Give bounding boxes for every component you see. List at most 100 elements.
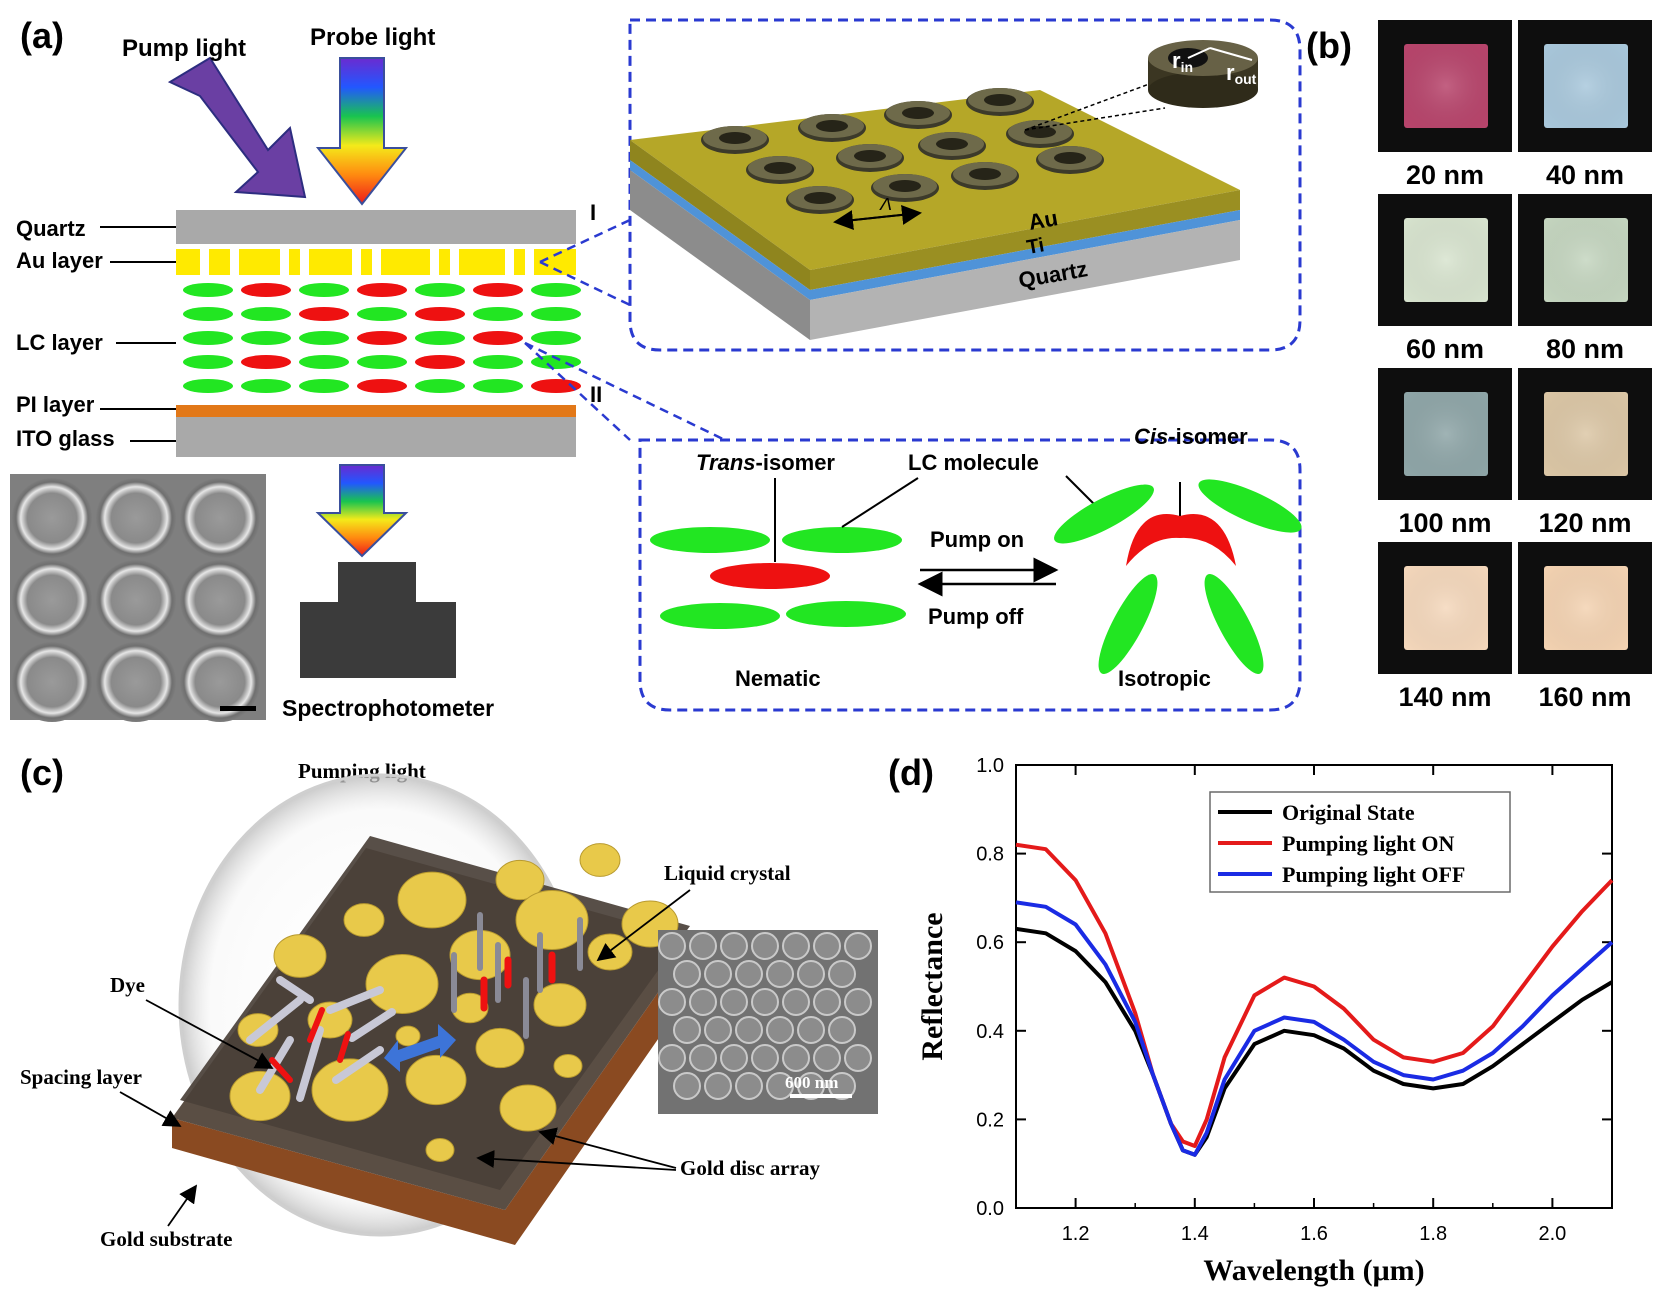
lc-molecule [415, 283, 465, 297]
y-tick-label: 0.2 [976, 1109, 1004, 1131]
pump-light-arrow [167, 56, 307, 199]
sem-disc [751, 988, 779, 1016]
lc-molecule [357, 355, 407, 369]
pump-off-label: Pump off [928, 604, 1024, 629]
nanoring-hole [719, 132, 751, 144]
transmitted-light-arrow [315, 464, 409, 558]
sem-disc [797, 1072, 825, 1100]
sem-disc [813, 1044, 841, 1072]
y-tick-label: 1.0 [976, 755, 1004, 777]
sem-disc [797, 960, 825, 988]
gold-disc [343, 903, 385, 937]
lc-molecule [299, 283, 349, 297]
lc-molecule [473, 307, 523, 321]
sem-disc [673, 960, 701, 988]
sem-disc [844, 1044, 872, 1072]
gold-disc [365, 953, 439, 1015]
sem-disc [828, 960, 856, 988]
sem-ring [180, 478, 260, 558]
panel-c: (c) Pumping light [20, 752, 878, 1251]
lc-molecule [415, 355, 465, 369]
lc-molecule [299, 379, 349, 393]
ti-label: Ti [1025, 234, 1046, 259]
lc-molecule [473, 283, 523, 297]
lc-molecule [531, 307, 581, 321]
gold-disc-array [229, 843, 679, 1162]
swatch-label: 40 nm [1546, 160, 1624, 190]
lc-molecule [241, 355, 291, 369]
spectrophotometer-label: Spectrophotometer [282, 695, 494, 721]
sem-disc [766, 960, 794, 988]
sem-disc [766, 1016, 794, 1044]
lc-molecule [415, 379, 465, 393]
pump-light-label: Pump light [122, 35, 246, 62]
lc-molecule [473, 355, 523, 369]
marker-I: I [590, 200, 596, 225]
lc-molecule [357, 331, 407, 345]
nanoring-array [701, 88, 1104, 214]
sem-disc [704, 960, 732, 988]
lc-molecule [241, 307, 291, 321]
cis-isomer-label: Cis-isomer [1134, 424, 1248, 449]
nanoring-hole [816, 120, 848, 132]
sem-ring [96, 642, 176, 722]
gold-disc [397, 871, 467, 929]
nanoring-hole [969, 168, 1001, 180]
y-tick-label: 0.0 [976, 1198, 1004, 1220]
spectrophotometer-device [300, 562, 456, 678]
layer-labels: Quartz Au layer LC layer PI layer ITO gl… [16, 200, 602, 451]
gold-disc [475, 1027, 525, 1069]
sem-disc [689, 988, 717, 1016]
swatch-label: 120 nm [1538, 508, 1631, 538]
x-tick-label: 2.0 [1538, 1223, 1566, 1245]
series-line-2 [1015, 900, 1614, 1157]
pi-layer-label: PI layer [16, 392, 95, 417]
nematic-label: Nematic [735, 666, 821, 691]
sem-disc [689, 932, 717, 960]
sem-disc [735, 1016, 763, 1044]
nanoring-hole [902, 107, 934, 119]
nanoring-hole [984, 94, 1016, 106]
sem-disc [751, 1044, 779, 1072]
gold-disc [425, 1138, 455, 1162]
period-label: Λ [879, 194, 892, 214]
sem-disc [782, 1044, 810, 1072]
legend-entry: Pumping light OFF [1282, 862, 1465, 887]
x-tick-label: 1.8 [1419, 1223, 1447, 1245]
sem-disc [751, 932, 779, 960]
swatch-glow [1544, 566, 1628, 650]
sem-ring [180, 642, 260, 722]
nanoring-hole [936, 138, 968, 150]
lc-layer-molecules [183, 283, 581, 393]
gold-disc [395, 1025, 421, 1047]
lc-molecule [299, 355, 349, 369]
sem-disc [735, 960, 763, 988]
sem-disc [673, 1072, 701, 1100]
nanoring-hole [804, 192, 836, 204]
nanoring-hole [854, 150, 886, 162]
lc-molecule [531, 379, 581, 393]
gold-disc [499, 1084, 557, 1132]
y-tick-label: 0.8 [976, 844, 1004, 866]
sem-disc [813, 932, 841, 960]
gold-disc [515, 889, 589, 951]
lc-molecule [357, 307, 407, 321]
nanoring-hole [764, 162, 796, 174]
au-label: Au [1027, 205, 1060, 235]
swatch-label: 20 nm [1406, 160, 1484, 190]
sem-disc [797, 1016, 825, 1044]
gold-substrate [172, 940, 706, 1245]
swatch-glow [1404, 44, 1488, 128]
sem-disc [782, 932, 810, 960]
sem-disc [720, 1044, 748, 1072]
sem-disc [689, 1044, 717, 1072]
lc-molecule [299, 307, 349, 321]
sem-disc [704, 1016, 732, 1044]
lc-molecule [241, 331, 291, 345]
r-out-label: rout [1226, 60, 1257, 87]
series-line-1 [1015, 842, 1614, 1148]
swatch-label: 160 nm [1538, 682, 1631, 712]
swatch-label: 140 nm [1398, 682, 1491, 712]
